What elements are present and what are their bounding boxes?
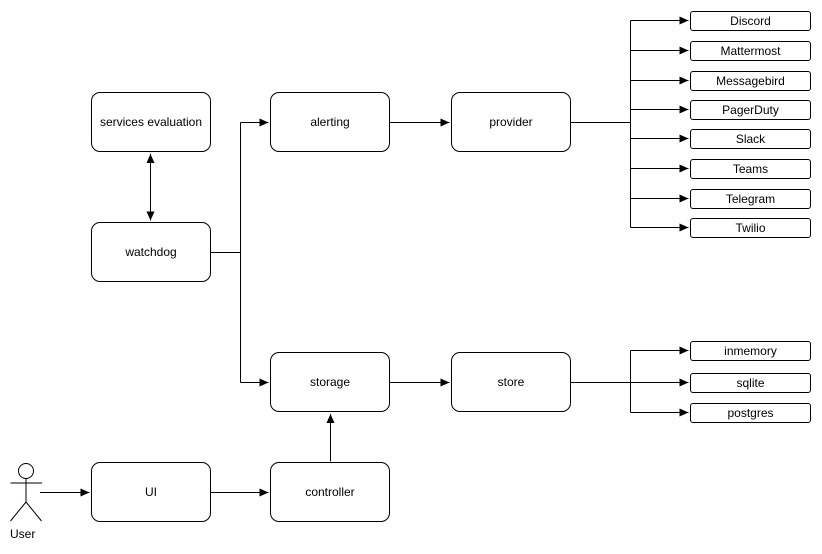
edge-provider-branch	[571, 20, 631, 228]
user-actor-icon	[10, 463, 42, 522]
node-discord: Discord	[690, 10, 811, 31]
edge-store-branch	[571, 350, 631, 413]
node-postgres: postgres	[690, 402, 811, 423]
node-ui: UI	[91, 462, 211, 522]
user-actor-label: User	[10, 527, 36, 541]
node-slack: Slack	[690, 128, 811, 149]
node-inmemory: inmemory	[690, 340, 811, 361]
node-provider: provider	[451, 92, 571, 152]
node-telegram: Telegram	[690, 188, 811, 209]
node-storage: storage	[270, 352, 390, 412]
node-services-evaluation: services evaluation	[91, 92, 211, 152]
node-watchdog: watchdog	[91, 222, 211, 282]
node-controller: controller	[270, 462, 390, 522]
node-sqlite: sqlite	[690, 372, 811, 393]
node-mattermost: Mattermost	[690, 40, 811, 61]
node-alerting: alerting	[270, 92, 390, 152]
node-teams: Teams	[690, 158, 811, 179]
node-store: store	[451, 352, 571, 412]
edge-watchdog-branch	[211, 122, 241, 383]
node-twilio: Twilio	[690, 217, 811, 238]
node-messagebird: Messagebird	[690, 70, 811, 91]
node-pagerduty: PagerDuty	[690, 99, 811, 120]
